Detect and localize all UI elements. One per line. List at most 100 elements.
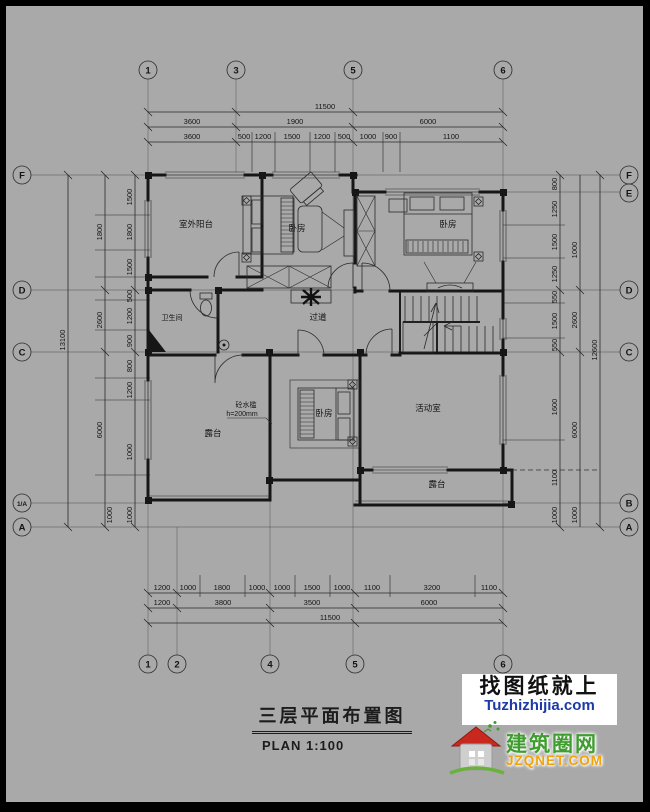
dimension-lines [63, 107, 605, 628]
watermark-url: Tuzhizhijia.com [484, 697, 595, 715]
axis-label: 5 [350, 66, 356, 77]
dim-label: 1800 [214, 583, 231, 592]
dim-label: 550 [550, 339, 559, 352]
axis-label: D [626, 286, 633, 297]
axis-label: C [626, 348, 633, 359]
dim-label: 1600 [550, 399, 559, 416]
note-sill: 砼水槛 [236, 400, 257, 409]
walls [144, 171, 515, 508]
dim-label: 6000 [95, 422, 104, 439]
axis-label: 1 [145, 660, 151, 671]
axis-label: D [19, 286, 26, 297]
axis-grid-lines [31, 79, 620, 655]
wardrobe [356, 195, 376, 267]
point-symbols [241, 195, 484, 447]
dim-label: 2600 [570, 312, 579, 329]
dim-label: 1000 [360, 132, 377, 141]
dim-label: 900 [125, 335, 134, 348]
drawing-canvas [6, 6, 643, 802]
bed [242, 195, 295, 255]
dim-label: 13100 [58, 330, 67, 351]
left-dimensions: 1500 1800 1500 500 1200 900 800 1200 100… [58, 189, 134, 524]
dim-label: 900 [385, 132, 398, 141]
dim-label: 1000 [180, 583, 197, 592]
dim-label: 1000 [274, 583, 291, 592]
dim-label: 1500 [550, 234, 559, 251]
axis-label: A [626, 523, 633, 534]
dim-label: 1250 [550, 201, 559, 218]
dim-label: 1200 [125, 308, 134, 325]
right-dimensions: 800 1250 1500 1250 550 1500 550 1600 110… [550, 178, 599, 524]
axis-label: C [19, 348, 26, 359]
dim-label: 6000 [570, 422, 579, 439]
dim-label: 1100 [364, 583, 380, 592]
room-label-bedroom: 卧房 [315, 408, 332, 418]
dim-label: 1000 [105, 507, 114, 524]
tv-stand [423, 261, 477, 293]
drawing-scale: PLAN 1:100 [262, 738, 345, 753]
dim-label: 800 [550, 178, 559, 191]
dim-label: 1000 [249, 583, 266, 592]
room-label-balcony: 室外阳台 [179, 219, 213, 229]
tv-cabinet [343, 209, 355, 257]
watermark-jzqnet: 建筑圈网 JZQNET.COM [448, 720, 628, 782]
dim-label: 1100 [481, 583, 497, 592]
dim-label: 1100 [550, 470, 559, 486]
watermark-site-name: 建筑圈网 [506, 733, 598, 756]
wardrobe [246, 265, 332, 289]
floor-drain [218, 339, 230, 351]
bed [403, 192, 473, 256]
axis-label: 1/A [17, 501, 27, 508]
dim-label: 1000 [125, 444, 134, 461]
dim-label: 12600 [590, 340, 599, 361]
house-logo-icon [449, 721, 505, 775]
axis-label: 5 [352, 660, 358, 671]
dim-label: 1800 [125, 224, 134, 241]
dim-label: 3200 [424, 583, 441, 592]
axis-bubbles: 1 3 5 6 1 2 4 5 6 F D C 1/A A F E D C B … [12, 60, 639, 674]
room-label-bedroom: 卧房 [288, 223, 305, 233]
dim-label: 1200 [154, 583, 171, 592]
dim-label: 1500 [284, 132, 301, 141]
stairs [402, 296, 494, 353]
dim-label: 500 [338, 132, 351, 141]
dim-label: 2600 [95, 312, 104, 329]
room-label-bathroom: 卫生间 [162, 313, 183, 322]
top-dimensions: 11500 3600 1900 6000 3600 500 1200 1500 … [184, 102, 459, 141]
note-leader [227, 417, 273, 425]
note-sill-height: h=200mm [226, 411, 257, 418]
axis-label: 2 [174, 660, 179, 671]
dim-label: 1100 [443, 132, 459, 141]
dim-label: 1250 [550, 266, 559, 283]
drawing-title: 三层平面布置图 [252, 702, 412, 734]
dim-label: 550 [550, 291, 559, 304]
room-label-terrace: 露台 [204, 428, 221, 438]
axis-label: 6 [500, 660, 505, 671]
doors [189, 251, 393, 384]
dim-label: 500 [125, 290, 134, 303]
room-label-bedroom: 卧房 [439, 219, 456, 229]
room-labels: 室外阳台 卧房 卧房 卫生间 过道 露台 卧房 活动室 露台 砼水槛 h=200… [162, 219, 457, 489]
column-markers [145, 172, 515, 508]
dim-label: 6000 [421, 598, 438, 607]
dim-label: 3500 [304, 598, 321, 607]
dim-label: 1000 [570, 242, 579, 259]
dim-label: 1500 [125, 189, 134, 206]
axis-label: F [19, 171, 25, 182]
bed [289, 379, 361, 449]
dim-label: 1000 [550, 507, 559, 524]
dim-label: 1000 [125, 507, 134, 524]
room-label-corridor: 过道 [309, 312, 327, 322]
dim-label: 1000 [334, 583, 351, 592]
dim-label: 1200 [314, 132, 331, 141]
dim-label: 800 [125, 360, 134, 373]
dim-label: 1800 [95, 224, 104, 241]
dim-label: 1200 [125, 382, 134, 399]
axis-label: B [626, 499, 633, 510]
dim-label: 1200 [154, 598, 171, 607]
dim-label: 1500 [125, 259, 134, 276]
watermark-site-domain: JZQNET.COM [506, 753, 604, 768]
axis-label: 1 [145, 66, 151, 77]
